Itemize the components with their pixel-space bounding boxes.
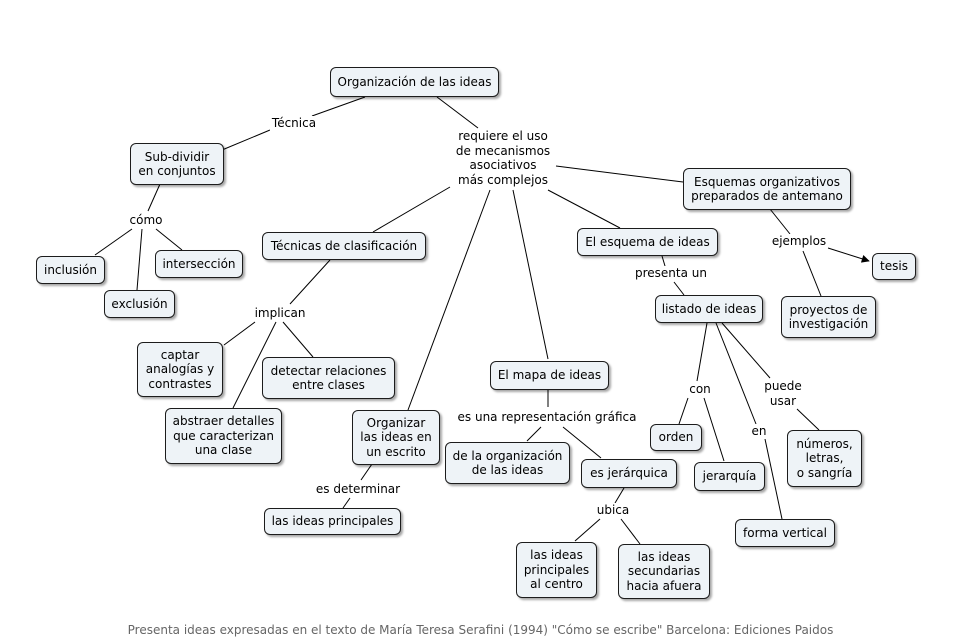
link-ejemplos: ejemplos bbox=[769, 234, 829, 249]
node-de-la-organizacion: de la organización de las ideas bbox=[445, 442, 570, 484]
node-forma-vertical: forma vertical bbox=[735, 519, 835, 547]
connector-line bbox=[360, 463, 373, 481]
node-detectar: detectar relaciones entre clases bbox=[262, 357, 395, 399]
link-es-representacion: es una representación gráfica bbox=[455, 410, 639, 425]
connector-line bbox=[407, 189, 491, 411]
node-mapa-ideas: El mapa de ideas bbox=[490, 361, 609, 390]
connector-line bbox=[512, 189, 549, 360]
arrow-line bbox=[827, 247, 870, 263]
connector-line bbox=[673, 281, 685, 296]
connector-line bbox=[574, 518, 601, 542]
connector-line bbox=[620, 518, 641, 545]
link-ubica: ubica bbox=[594, 503, 632, 518]
node-tecnicas-clasificacion: Técnicas de clasificación bbox=[262, 232, 426, 260]
footer-citation: Presenta ideas expresadas en el texto de… bbox=[127, 623, 834, 637]
connector-line bbox=[696, 322, 708, 382]
connector-line bbox=[715, 322, 757, 425]
node-tesis: tesis bbox=[872, 253, 916, 280]
connector-line bbox=[769, 208, 791, 235]
connector-line bbox=[311, 96, 366, 117]
node-subdividir: Sub-dividir en conjuntos bbox=[130, 143, 224, 185]
connector-line bbox=[232, 321, 277, 409]
node-principales-centro: las ideas principales al centro bbox=[516, 542, 597, 598]
connector-line bbox=[136, 228, 143, 291]
connector-line bbox=[436, 96, 479, 129]
connector-line bbox=[526, 426, 542, 442]
connector-line bbox=[221, 129, 271, 151]
node-numeros-letras: números, letras, o sangría bbox=[787, 430, 862, 487]
connector-line bbox=[223, 321, 256, 346]
link-como: cómo bbox=[127, 213, 165, 228]
node-esquema-ideas: El esquema de ideas bbox=[577, 228, 718, 256]
connector-line bbox=[147, 183, 161, 212]
node-orden: orden bbox=[650, 424, 702, 451]
node-interseccion: intersección bbox=[155, 250, 243, 278]
link-en: en bbox=[749, 424, 769, 439]
connector-line bbox=[155, 228, 183, 251]
connector-line bbox=[678, 397, 689, 425]
connector-line bbox=[555, 165, 684, 183]
node-abstraer: abstraer detalles que caracterizan una c… bbox=[165, 408, 282, 464]
node-jerarquia: jerarquía bbox=[694, 462, 765, 491]
connector-line bbox=[614, 487, 625, 504]
connector-line bbox=[796, 408, 820, 431]
node-organizacion: Organización de las ideas bbox=[330, 67, 499, 97]
connector-line bbox=[703, 397, 725, 462]
connector-line bbox=[661, 255, 666, 267]
connector-line bbox=[764, 438, 783, 520]
connector-line bbox=[802, 250, 822, 297]
link-requiere: requiere el uso de mecanismos asociativo… bbox=[453, 129, 553, 187]
connector-line bbox=[562, 426, 602, 459]
node-es-jerarquica: es jerárquica bbox=[581, 459, 677, 488]
connector-line bbox=[547, 189, 621, 229]
connector-line bbox=[94, 228, 133, 256]
node-inclusion: inclusión bbox=[36, 256, 105, 284]
connector-line bbox=[721, 322, 771, 379]
connector-line bbox=[289, 259, 331, 305]
node-esquemas-organizativos: Esquemas organizativos preparados de ant… bbox=[683, 168, 851, 210]
connector-line bbox=[282, 321, 314, 358]
link-presenta-un: presenta un bbox=[633, 266, 709, 281]
node-organizar-escrito: Organizar las ideas en un escrito bbox=[352, 410, 440, 465]
connector-line bbox=[372, 186, 451, 233]
node-listado-ideas: listado de ideas bbox=[655, 295, 763, 323]
node-ideas-principales: las ideas principales bbox=[264, 508, 401, 535]
node-captar: captar analogías y contrastes bbox=[137, 342, 223, 397]
node-exclusion: exclusión bbox=[104, 290, 175, 318]
node-secundarias-afuera: las ideas secundarias hacia afuera bbox=[618, 544, 710, 599]
link-es-determinar: es determinar bbox=[313, 482, 403, 497]
link-puede-usar: puede usar bbox=[762, 379, 804, 408]
link-tecnica: Técnica bbox=[269, 116, 319, 131]
link-implican: implican bbox=[252, 306, 308, 321]
link-con: con bbox=[687, 382, 713, 397]
node-proyectos: proyectos de investigación bbox=[781, 296, 876, 338]
connector-line bbox=[342, 497, 351, 509]
